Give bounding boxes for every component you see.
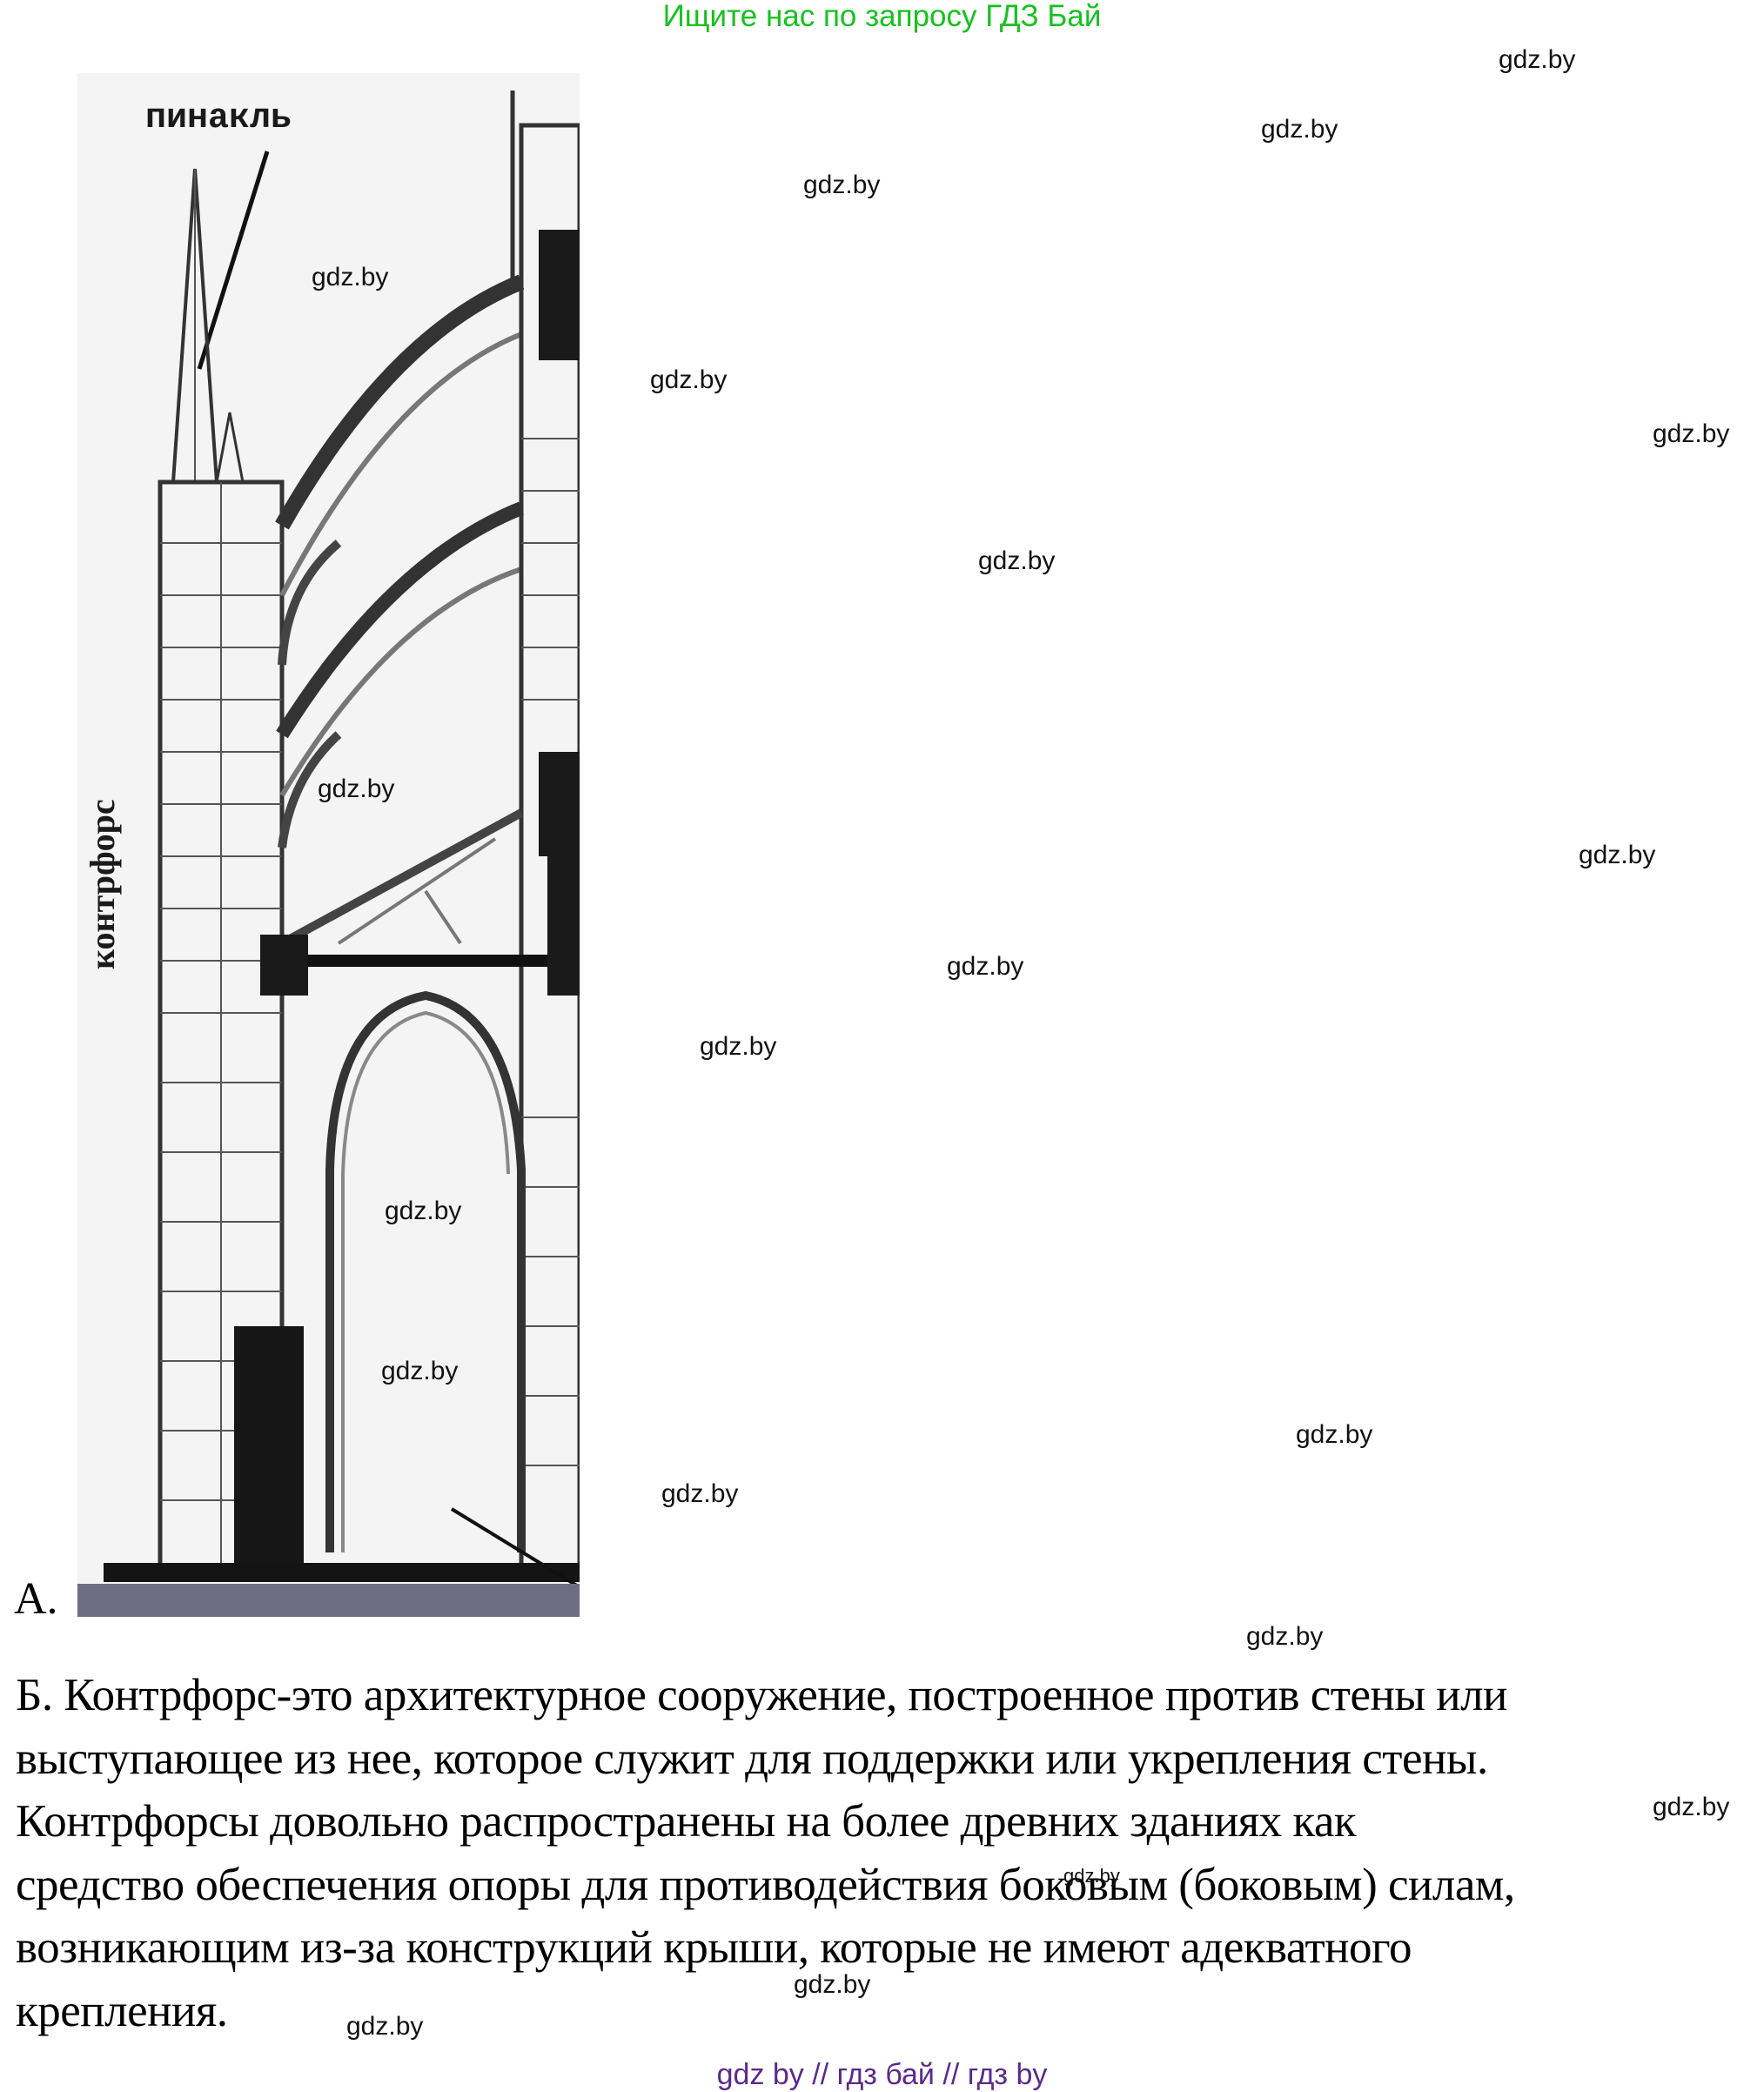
answer-line: средство обеспечения опоры для противоде… — [16, 1859, 1515, 1910]
answer-line: Б. Контрфорс-это архитектурное сооружени… — [16, 1670, 1507, 1720]
answer-paragraph-b: Б. Контрфорс-это архитектурное сооружени… — [16, 1664, 1747, 2042]
watermark: gdz.by — [661, 1479, 739, 1508]
watermark: gdz.by — [1653, 419, 1730, 448]
watermark: gdz.by — [1296, 1420, 1373, 1449]
figure-bottom-bar — [77, 1584, 580, 1617]
pinnacle-label: пинакль — [145, 99, 292, 138]
watermark: gdz.by — [1579, 841, 1656, 869]
cathedral-section-drawing: пинакль контрфорс — [83, 91, 580, 1589]
answer-label-a: А. — [14, 1574, 58, 1624]
search-hint-banner: Ищите нас по запросу ГДЗ Бай — [662, 0, 1102, 33]
footer-site-links: gdz by // гдз бай // гдз by — [716, 2058, 1048, 2091]
buttress-label: контрфорс — [83, 799, 122, 969]
watermark: gdz.by — [947, 952, 1024, 981]
watermark: gdz.by — [978, 546, 1056, 575]
watermark: gdz.by — [794, 1970, 871, 1999]
watermark: gdz.by — [1653, 1793, 1730, 1821]
watermark: gdz.by — [1499, 45, 1576, 74]
answer-line: возникающим из-за конструкций крыши, кот… — [16, 1922, 1412, 1973]
answer-line: Контрфорсы довольно распространены на бо… — [16, 1796, 1357, 1847]
watermark: gdz.by — [381, 1357, 459, 1385]
watermark: gdz.by — [318, 774, 395, 803]
watermark: gdz.by — [1063, 1865, 1120, 1887]
watermark: gdz.by — [1246, 1622, 1324, 1651]
watermark: gdz.by — [700, 1032, 777, 1061]
answer-line: выступающее из нее, которое служит для п… — [16, 1733, 1488, 1784]
buttress-illustration: пинакль контрфорс — [77, 73, 580, 1617]
watermark: gdz.by — [312, 263, 389, 292]
watermark: gdz.by — [650, 365, 728, 394]
watermark: gdz.by — [803, 171, 881, 199]
watermark: gdz.by — [385, 1197, 462, 1225]
watermark: gdz.by — [1261, 115, 1338, 144]
answer-line: крепления. — [16, 1985, 228, 2036]
watermark: gdz.by — [346, 2012, 424, 2041]
